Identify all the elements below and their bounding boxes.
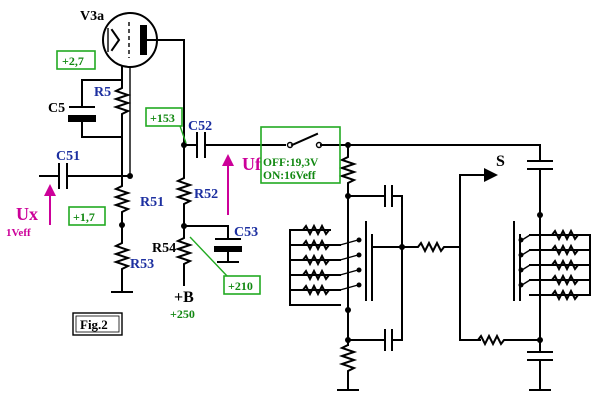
resistor-r52 [174, 145, 194, 226]
resistor-r5 [112, 80, 132, 137]
label-ux-sub: 1Veff [6, 227, 31, 239]
voltage-supply-node: +210 [228, 279, 253, 293]
label-c52: C52 [188, 119, 212, 134]
switch-on-text: ON:16Veff [263, 170, 316, 182]
label-c51: C51 [56, 149, 80, 164]
voltage-cathode-bottom: +1,7 [73, 210, 95, 224]
resistor-center [372, 240, 460, 254]
rotary-switch-right [513, 221, 591, 302]
voltage-anode: +153 [150, 111, 175, 125]
rotary-switch-left [289, 221, 373, 306]
label-r5: R5 [94, 85, 111, 100]
switch-box [260, 126, 341, 184]
resistor-left-top [338, 145, 358, 196]
resistor-r54 [174, 226, 194, 286]
label-tube: V3a [80, 9, 104, 24]
resistor-r51 [112, 176, 132, 225]
label-r54: R54 [152, 241, 176, 256]
label-uf: Uf [242, 154, 262, 174]
label-switch: S [496, 153, 505, 170]
resistor-right-bottom [477, 333, 540, 347]
label-r53: R53 [130, 257, 154, 272]
label-c5: C5 [48, 101, 65, 116]
figure-label: Fig.2 [80, 317, 108, 332]
voltage-cathode-top: +2,7 [62, 54, 84, 68]
switch-off-text: OFF:19,3V [263, 157, 319, 169]
label-c53: C53 [234, 225, 258, 240]
label-supply-value: +250 [170, 307, 195, 321]
resistor-left-bottom [338, 344, 358, 390]
label-supply: +B [174, 289, 194, 306]
label-ux: Ux [16, 204, 38, 224]
label-r51: R51 [140, 195, 164, 210]
label-r52: R52 [194, 187, 218, 202]
resistor-r53 [112, 225, 132, 292]
